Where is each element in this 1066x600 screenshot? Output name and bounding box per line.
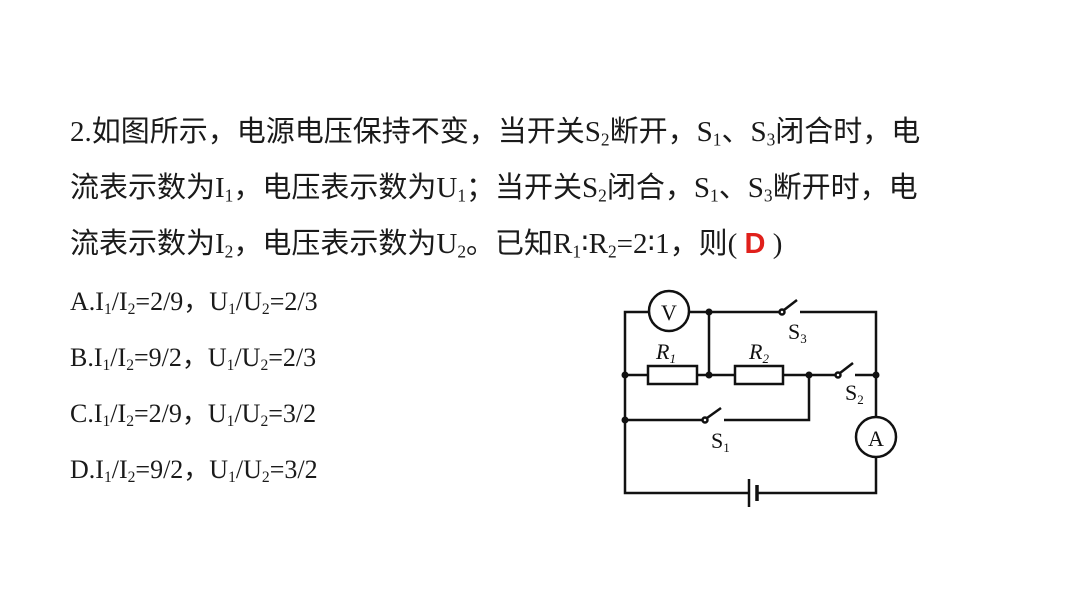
text-segment: A.I: [70, 287, 104, 316]
option-item: B.I1/I2=9/2，U1/U2=2/3: [70, 330, 318, 386]
text-segment: 2.如图所示，电源电压保持不变，当开关S: [70, 116, 601, 148]
text-segment: =2/3: [269, 287, 318, 316]
subscript: 2: [600, 129, 610, 150]
resistor-r1: [646, 364, 699, 386]
subscript: 2: [127, 468, 136, 486]
subscript: 1: [457, 185, 467, 206]
text-segment: =9/2，U: [135, 455, 229, 484]
question-text: 2.如图所示，电源电压保持不变，当开关S2断开，S1、S3闭合时，电流表示数为I…: [70, 104, 1030, 272]
subscript: 2: [598, 185, 607, 206]
text-segment: ；当开关S: [466, 172, 599, 204]
text-segment: ，电压表示数为U: [233, 172, 458, 204]
text-segment: 断开时，电: [772, 172, 918, 204]
subscript: 1: [102, 412, 111, 430]
switch-s1[interactable]: [701, 406, 722, 424]
s1-label: S1: [711, 428, 730, 455]
option-item: C.I1/I2=2/9，U1/U2=3/2: [70, 386, 318, 442]
voltmeter: [647, 289, 691, 333]
subscript: 1: [228, 300, 236, 318]
s2-label: S2: [845, 380, 864, 407]
subscript: 2: [261, 468, 270, 486]
subscript: 1: [103, 468, 112, 486]
text-segment: /U: [235, 455, 262, 484]
subscript: 2: [260, 412, 269, 430]
text-segment: =2/9，U: [133, 399, 227, 428]
subscript: 2: [457, 241, 467, 262]
battery: [747, 479, 759, 507]
text-segment: 断开，S: [609, 116, 713, 148]
text-segment: 、S: [718, 172, 764, 204]
subscript: 1: [572, 241, 582, 262]
text-segment: 闭合时，电: [775, 116, 921, 148]
text-segment: /U: [235, 287, 262, 316]
option-item: D.I1/I2=9/2，U1/U2=3/2: [70, 442, 318, 498]
junction-dots: [621, 308, 880, 424]
text-segment: 。已知R: [466, 228, 573, 260]
text-segment: /U: [234, 343, 261, 372]
text-segment: =3/2: [268, 399, 317, 428]
subscript: 2: [260, 356, 269, 374]
text-segment: 流表示数为I: [70, 228, 225, 260]
subscript: 1: [103, 300, 112, 318]
question-line: 2.如图所示，电源电压保持不变，当开关S2断开，S1、S3闭合时，电: [70, 104, 1030, 160]
text-segment: 闭合，S: [606, 172, 711, 204]
subscript: 1: [710, 185, 719, 206]
text-segment: /U: [234, 399, 261, 428]
text-segment: =9/2，U: [133, 343, 227, 372]
option-item: A.I1/I2=2/9，U1/U2=2/3: [70, 274, 318, 330]
subscript: 3: [766, 129, 776, 150]
r2-label: R2: [748, 339, 769, 366]
text-segment: ∶R: [581, 228, 608, 260]
text-segment: 、S: [721, 116, 767, 148]
text-segment: =3/2: [269, 455, 318, 484]
s3-label: S3: [788, 319, 807, 346]
subscript: 2: [126, 412, 134, 430]
text-segment: B.I: [70, 343, 103, 372]
text-segment: /I: [110, 343, 127, 372]
subscript: 1: [226, 356, 235, 374]
subscript: 1: [226, 412, 235, 430]
text-segment: 流表示数为I: [70, 172, 225, 204]
subscript: 2: [127, 300, 136, 318]
voltmeter-label: V: [661, 300, 677, 325]
question-line: 流表示数为I1，电压表示数为U1；当开关S2闭合，S1、S3断开时，电: [70, 160, 1030, 216]
subscript: 2: [224, 241, 234, 262]
text-segment: /I: [111, 287, 128, 316]
text-segment: =2/3: [268, 343, 317, 372]
subscript: 2: [607, 241, 617, 262]
subscript: 1: [228, 468, 236, 486]
ammeter-label: A: [868, 426, 884, 451]
text-segment: ，电压表示数为U: [233, 228, 458, 260]
switch-s2[interactable]: [834, 362, 854, 379]
switch-s3[interactable]: [778, 299, 798, 316]
subscript: 1: [712, 129, 722, 150]
question-line: 流表示数为I2，电压表示数为U2。已知R1∶R2=2∶1，则( D ): [70, 216, 1030, 272]
text-segment: /I: [110, 399, 127, 428]
text-segment: ): [765, 228, 783, 260]
ammeter: [854, 415, 898, 459]
subscript: 2: [261, 300, 270, 318]
circuit-wires: [623, 310, 878, 495]
r1-label: R1: [655, 339, 676, 366]
text-segment: =2/9，U: [135, 287, 229, 316]
subscript: 1: [102, 356, 111, 374]
text-segment: /I: [111, 455, 128, 484]
subscript: 2: [126, 356, 134, 374]
text-segment: C.I: [70, 399, 103, 428]
subscript: 3: [763, 185, 773, 206]
answer-mark: D: [744, 228, 766, 260]
text-segment: D.I: [70, 455, 104, 484]
text-segment: =2∶1，则(: [616, 228, 745, 260]
resistor-r2: [733, 364, 785, 386]
subscript: 1: [224, 185, 234, 206]
